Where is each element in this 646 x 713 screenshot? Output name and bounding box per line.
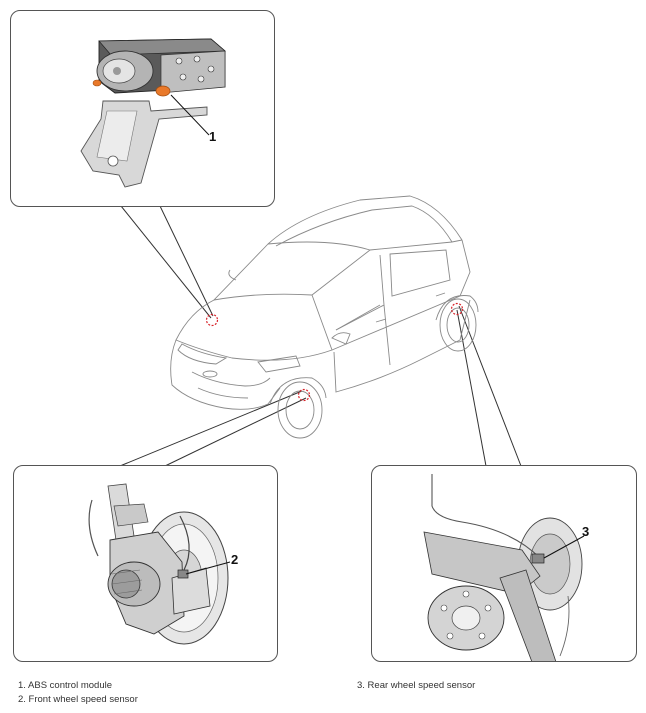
car-outline — [170, 195, 479, 439]
callout-abs: 1 — [209, 129, 217, 144]
front-sensor-body — [177, 569, 189, 579]
legend-item-rear: 3. Rear wheel speed sensor — [357, 680, 476, 691]
abs-module-panel: 1 — [10, 10, 275, 207]
callout-rear: 3 — [582, 524, 590, 539]
leader-line-front-left — [119, 390, 303, 467]
callout-front: 2 — [231, 552, 239, 567]
abs-module-illustration — [80, 38, 226, 188]
leader-line-rear-left — [456, 309, 487, 467]
leader-line-abs-left — [120, 205, 212, 319]
legend-item-front: 2. Front wheel speed sensor — [18, 694, 138, 705]
leader-line-rear-right — [458, 305, 522, 467]
leader-line-abs-right — [159, 205, 214, 317]
rear-wheel-sensor-panel: 3 — [371, 465, 637, 662]
legend-right: 3. Rear wheel speed sensor — [357, 679, 475, 693]
rear-wheel-illustration — [423, 474, 585, 661]
marker-rear-wheel — [450, 302, 464, 316]
front-wheel-sensor-panel: 2 — [13, 465, 278, 662]
marker-front-wheel — [297, 388, 311, 402]
leader-line-front-right — [164, 397, 307, 467]
front-wheel-illustration — [88, 483, 231, 645]
rear-sensor-body — [531, 553, 545, 564]
legend-item-abs: 1. ABS control module — [18, 680, 112, 691]
abs-connector-orange — [155, 85, 171, 97]
marker-abs — [205, 313, 219, 327]
legend-left: 1. ABS control module 2. Front wheel spe… — [18, 679, 138, 707]
